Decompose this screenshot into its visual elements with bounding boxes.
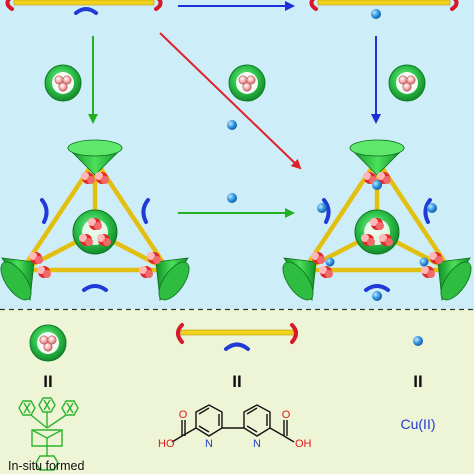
atom-n-left: N bbox=[205, 438, 213, 450]
atom-o-right: O bbox=[282, 409, 291, 421]
cage-right bbox=[282, 139, 472, 302]
equals-right: II bbox=[413, 372, 422, 391]
linker-top-right bbox=[309, 0, 459, 19]
cluster-ball-center bbox=[228, 64, 266, 102]
copper-label: Cu(II) bbox=[401, 416, 436, 432]
linker-top-left bbox=[5, 0, 163, 15]
bottom-panel-background bbox=[0, 309, 474, 474]
bipyridine-dicarboxylic-acid-structure bbox=[171, 404, 295, 443]
cage-left bbox=[0, 139, 190, 302]
atom-ho-left: HO bbox=[158, 438, 175, 450]
cage-ligand-structure bbox=[18, 397, 79, 471]
legend-linker bbox=[176, 323, 298, 351]
in-situ-label: In-situ formed bbox=[8, 459, 84, 473]
legend-cluster-ball bbox=[29, 324, 67, 362]
copper-ion-upper bbox=[227, 120, 237, 130]
cluster-ball-right bbox=[388, 64, 426, 102]
atom-o-left: O bbox=[179, 409, 188, 421]
atom-n-right: N bbox=[253, 438, 261, 450]
top-panel-background bbox=[0, 0, 474, 309]
atom-oh-right: OH bbox=[295, 438, 312, 450]
cluster-ball-left bbox=[44, 64, 82, 102]
equals-middle: II bbox=[232, 372, 241, 391]
copper-ion-lower bbox=[227, 193, 237, 203]
arrow-diagonal bbox=[159, 32, 302, 170]
legend-copper-ion bbox=[413, 336, 423, 346]
equals-left: II bbox=[43, 372, 52, 391]
